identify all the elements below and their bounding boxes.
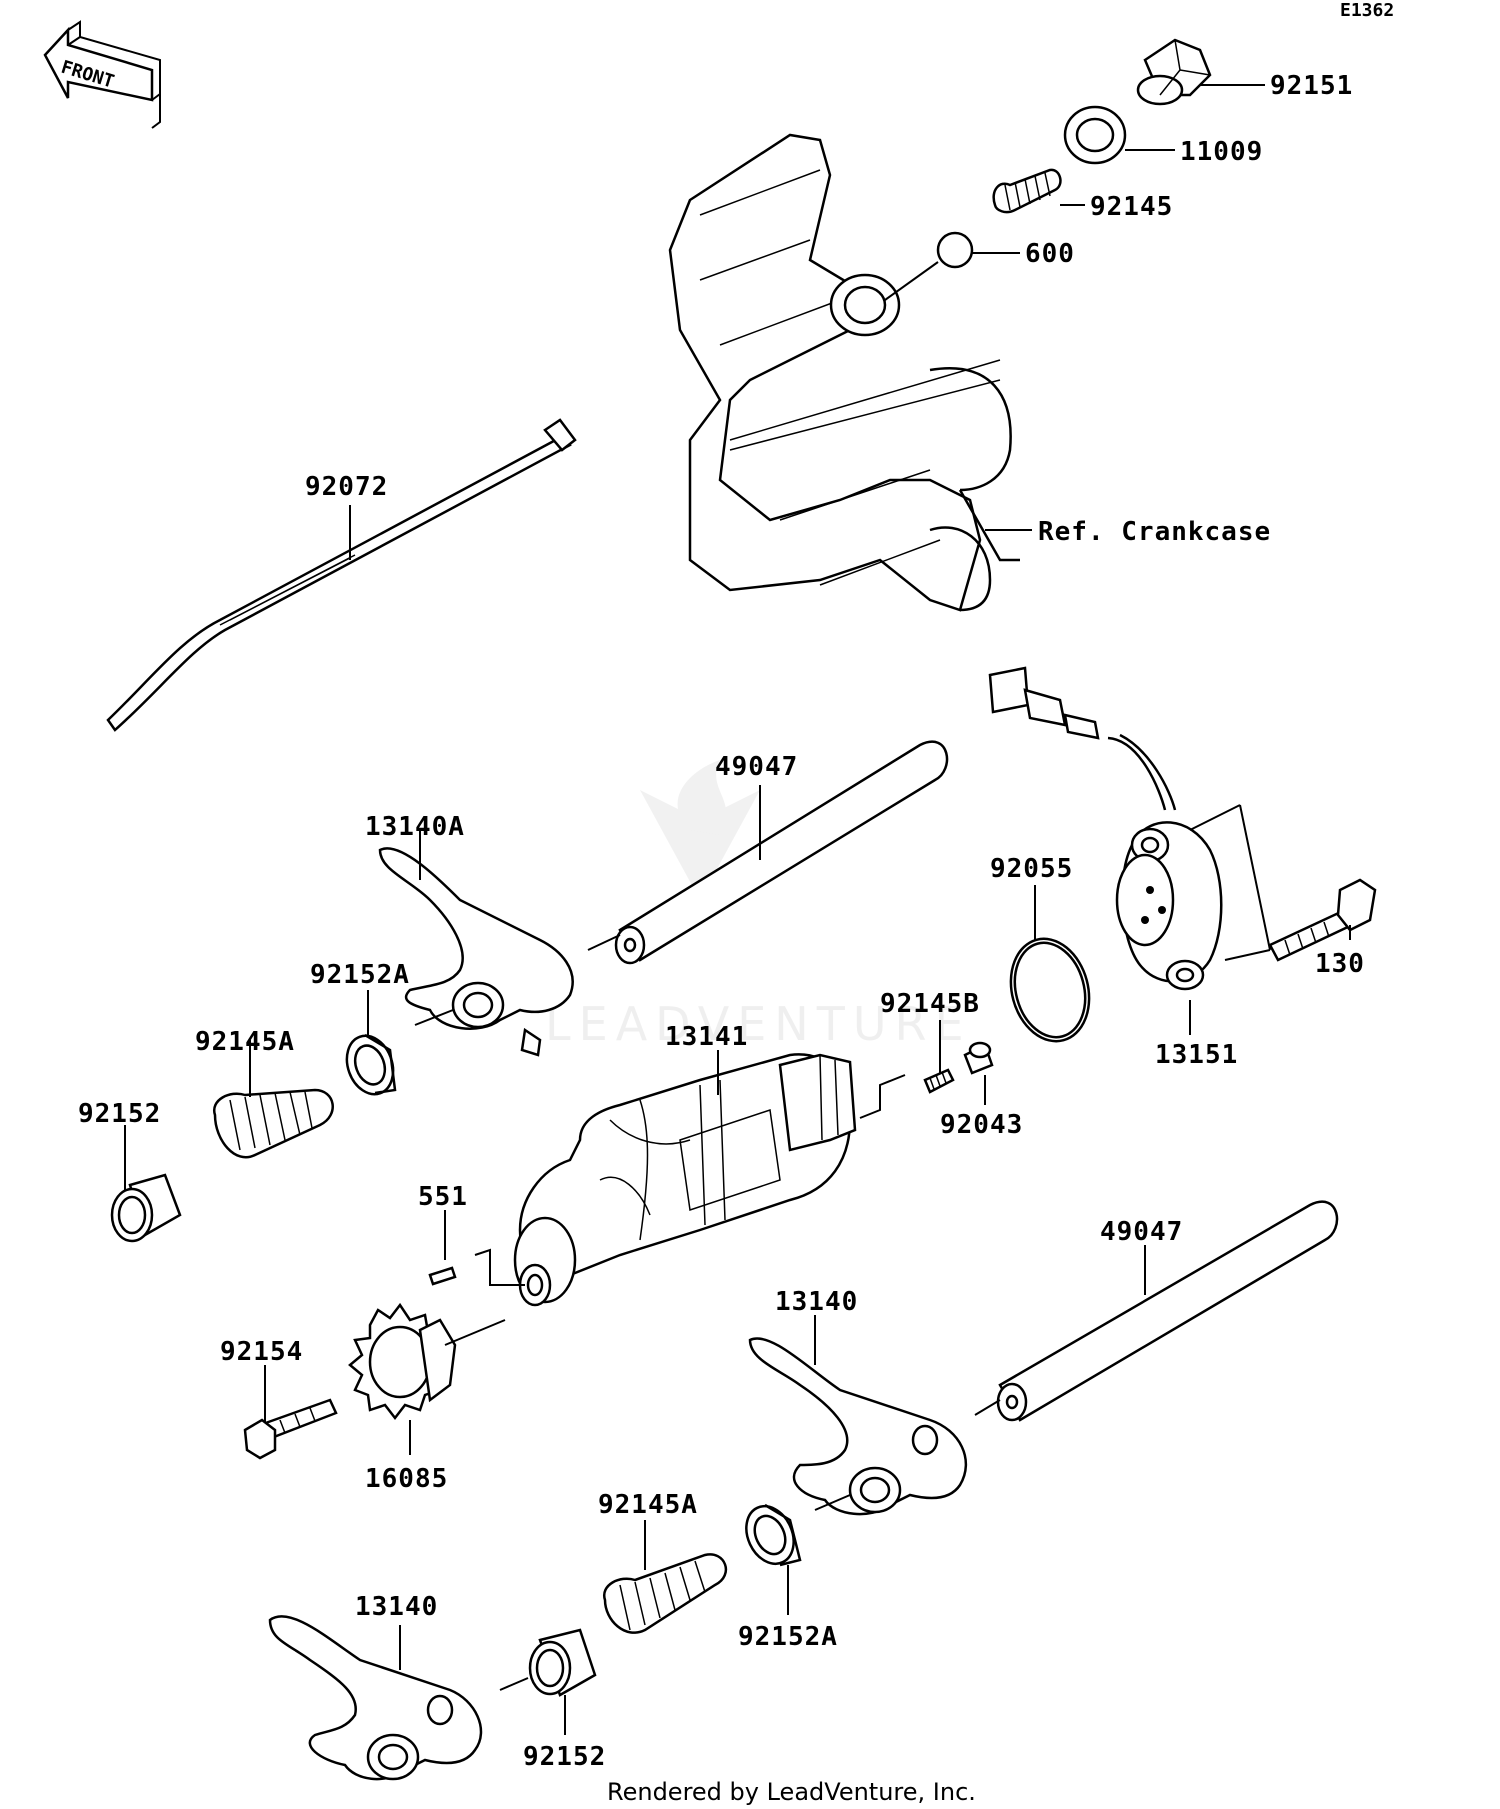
label-16085: 16085 [365, 1464, 448, 1494]
part-130-bolt [1268, 878, 1377, 962]
diagram-code: E1362 [1340, 0, 1394, 21]
part-92151-plug [1136, 38, 1265, 106]
label-49047-lower: 49047 [1100, 1217, 1183, 1247]
part-92154-bolt [243, 1365, 338, 1460]
part-92072-cable-tie [106, 418, 577, 732]
crankcase-ref [668, 133, 1020, 612]
part-92145-spring [992, 168, 1085, 214]
part-49047-rod-upper [587, 740, 949, 965]
part-13141-shift-drum [474, 1050, 857, 1307]
label-92072: 92072 [305, 472, 388, 502]
part-600-ball [884, 231, 1020, 301]
label-130: 130 [1315, 949, 1365, 979]
label-13141: 13141 [665, 1022, 748, 1052]
label-92152-upper: 92152 [78, 1099, 161, 1129]
label-13140-lower: 13140 [355, 1592, 438, 1622]
part-13151-sensor [988, 666, 1271, 1035]
part-92152A-collar-lower [745, 1503, 802, 1615]
part-92145A-spring-lower [603, 1520, 727, 1634]
label-551: 551 [418, 1182, 468, 1212]
part-92055-o-ring [1009, 885, 1091, 1043]
label-92145A-lower: 92145A [598, 1490, 698, 1520]
label-92043: 92043 [940, 1110, 1023, 1140]
label-13140A: 13140A [365, 812, 465, 842]
label-13151: 13151 [1155, 1040, 1238, 1070]
part-92145A-spring-upper [213, 1040, 334, 1159]
label-11009: 11009 [1180, 137, 1263, 167]
watermark-logo: LEADVENTURE [545, 760, 972, 1051]
part-551-pin [428, 1210, 457, 1286]
label-92145B: 92145B [880, 989, 980, 1019]
part-92152-bushing-upper [110, 1125, 182, 1243]
part-11009-washer [1063, 105, 1175, 165]
label-92152A-upper: 92152A [310, 960, 410, 990]
watermark-text: LEADVENTURE [545, 997, 972, 1051]
footer-credit: Rendered by LeadVenture, Inc. [607, 1778, 976, 1806]
label-13140-middle: 13140 [775, 1287, 858, 1317]
label-92154: 92154 [220, 1337, 303, 1367]
label-92145A-upper: 92145A [195, 1027, 295, 1057]
part-13140-fork-lower [268, 1615, 483, 1781]
label-600: 600 [1025, 239, 1075, 269]
label-92152A-lower: 92152A [738, 1622, 838, 1652]
label-92152-lower: 92152 [523, 1742, 606, 1772]
part-13140A-fork [378, 830, 574, 1057]
label-92055: 92055 [990, 854, 1073, 884]
part-92145B-spring [859, 1020, 955, 1119]
part-92152-bushing-lower [499, 1628, 597, 1735]
part-13140-fork-middle [748, 1315, 968, 1516]
label-49047-upper: 49047 [715, 752, 798, 782]
part-49047-rod-lower [974, 1200, 1339, 1422]
part-92043-pin [963, 1041, 994, 1105]
front-arrow-icon: FRONT [43, 20, 161, 129]
label-92145: 92145 [1090, 192, 1173, 222]
part-16085-gear [348, 1302, 506, 1455]
part-92152A-collar-upper [345, 990, 397, 1096]
label-92151: 92151 [1270, 71, 1353, 101]
label-ref-crankcase: Ref. Crankcase [1038, 517, 1271, 547]
